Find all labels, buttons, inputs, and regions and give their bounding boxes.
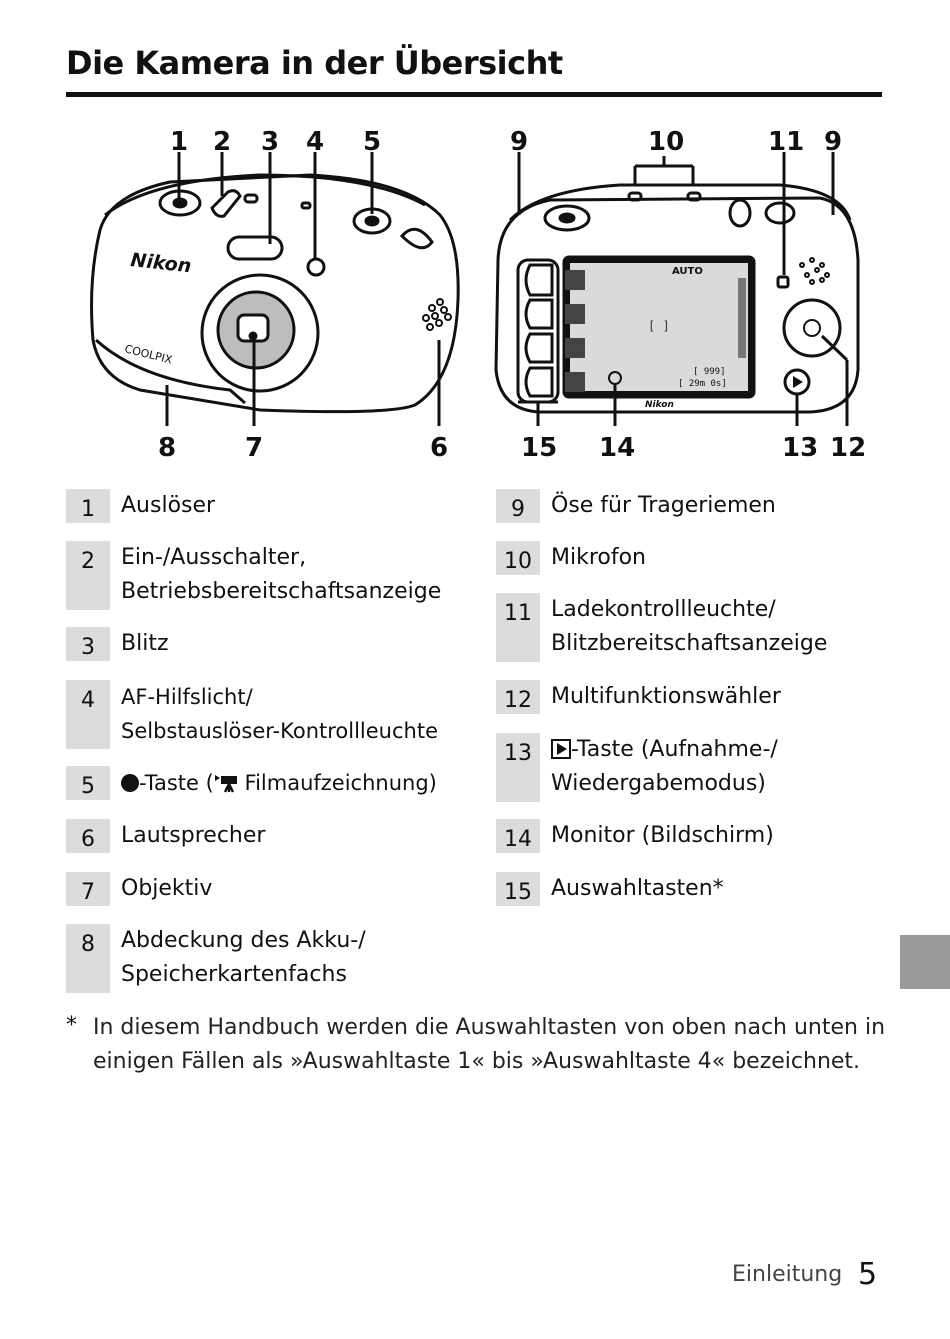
- screen-mode: AUTO: [672, 266, 703, 277]
- callout-2: 2: [213, 127, 231, 157]
- legend-item-9: 9 Öse für Trageriemen: [496, 489, 776, 523]
- legend-number: 12: [496, 680, 540, 714]
- legend-item-7: 7 Objektiv: [66, 872, 212, 906]
- legend-label: Öse für Trageriemen: [551, 493, 776, 518]
- callout-6: 6: [430, 433, 448, 463]
- legend-number: 8: [66, 924, 110, 993]
- legend-label: -Taste ( Filmaufzeichnung): [110, 766, 437, 800]
- legend-number: 5: [66, 766, 110, 800]
- legend-item-4: 4 AF-Hilfslicht/Selbstauslöser-Kontrolll…: [66, 680, 438, 749]
- legend-item-12: 12 Multifunktionswähler: [496, 680, 781, 714]
- callout-7: 7: [245, 433, 263, 463]
- back-callouts: 9 10 11 9 15 14 13 12: [510, 127, 866, 463]
- title-rule: [66, 92, 882, 97]
- footnote-marker: *: [66, 1013, 77, 1038]
- footnote: In diesem Handbuch werden die Auswahltas…: [93, 1015, 886, 1074]
- legend-number: 11: [496, 593, 540, 662]
- legend-item-10: 10 Mikrofon: [496, 541, 646, 575]
- legend-number: 1: [66, 489, 110, 523]
- legend-number: 13: [496, 733, 540, 802]
- legend-label: AF-Hilfslicht/Selbstauslöser-Kontrollleu…: [121, 685, 438, 743]
- legend-label: Blitz: [121, 631, 169, 656]
- legend-number: 10: [496, 541, 540, 575]
- callout-1: 1: [170, 127, 188, 157]
- movie-camera-icon: [214, 771, 238, 795]
- legend-label: Auswahltasten*: [551, 876, 724, 901]
- legend-number: 14: [496, 819, 540, 853]
- legend-number: 7: [66, 872, 110, 906]
- callout-13: 13: [782, 433, 818, 463]
- legend-label: Objektiv: [121, 876, 213, 901]
- callout-9-right: 9: [824, 127, 842, 157]
- page-number: 5: [858, 1257, 878, 1292]
- callout-8: 8: [158, 433, 176, 463]
- legend-number: 6: [66, 819, 110, 853]
- legend-item-11: 11 Ladekontrollleuchte/Blitzbereitschaft…: [496, 593, 827, 662]
- callout-9-left: 9: [510, 127, 528, 157]
- callout-11: 11: [768, 127, 804, 157]
- callout-15: 15: [521, 433, 557, 463]
- section-thumb-tab: [900, 935, 950, 989]
- record-dot-icon: [121, 774, 139, 792]
- legend-label: Lautsprecher: [121, 823, 266, 848]
- legend-item-13: 13 -Taste (Aufnahme-/Wiedergabemodus): [496, 733, 778, 802]
- legend-item-3: 3 Blitz: [66, 627, 169, 661]
- front-callouts: 1 2 3 4 5 8 7 6: [158, 127, 448, 463]
- legend-label: Mikrofon: [551, 545, 647, 570]
- legend-item-15: 15 Auswahltasten*: [496, 872, 724, 906]
- legend-item-6: 6 Lautsprecher: [66, 819, 265, 853]
- front-leader-lines: [165, 152, 441, 426]
- callout-5: 5: [363, 127, 381, 157]
- legend-number: 15: [496, 872, 540, 906]
- legend-number: 9: [496, 489, 540, 523]
- screen-time: [ 29m 0s]: [678, 379, 727, 389]
- legend-item-2: 2 Ein-/Ausschalter,Betriebsbereitschafts…: [66, 541, 441, 610]
- legend-label: Monitor (Bildschirm): [551, 823, 774, 848]
- svg-text:[ ]: [ ]: [648, 319, 670, 333]
- legend-item-14: 14 Monitor (Bildschirm): [496, 819, 774, 853]
- camera-figure: Nikon COOLPIX 1 2 3 4 5 8 7 6: [60, 120, 890, 470]
- legend-item-5: 5 -Taste ( Filmaufzeichnung): [66, 766, 437, 800]
- legend-label: Ein-/Ausschalter,Betriebsbereitschaftsan…: [121, 545, 442, 604]
- camera-front-illustration: [90, 173, 460, 414]
- screen-shots: [ 999]: [693, 367, 726, 377]
- callout-14: 14: [599, 433, 635, 463]
- callout-10: 10: [648, 127, 684, 157]
- brand-back: Nikon: [645, 400, 674, 410]
- legend-item-1: 1 Auslöser: [66, 489, 215, 523]
- playback-icon: [551, 739, 571, 759]
- callout-4: 4: [306, 127, 324, 157]
- page-title: Die Kamera in der Übersicht: [66, 44, 563, 82]
- legend-label: -Taste (Aufnahme-/Wiedergabemodus): [551, 737, 778, 796]
- legend-number: 2: [66, 541, 110, 610]
- legend-label: Ladekontrollleuchte/Blitzbereitschaftsan…: [551, 597, 828, 656]
- legend-item-8: 8 Abdeckung des Akku-/Speicherkartenfach…: [66, 924, 366, 993]
- legend-label: Abdeckung des Akku-/Speicherkartenfachs: [121, 928, 366, 987]
- camera-back-illustration: [ ]: [494, 183, 860, 414]
- legend-number: 4: [66, 680, 110, 749]
- callout-3: 3: [261, 127, 279, 157]
- callout-12: 12: [830, 433, 866, 463]
- legend-number: 3: [66, 627, 110, 661]
- footer-section-label: Einleitung: [732, 1262, 843, 1287]
- legend-label: Multifunktionswähler: [551, 684, 781, 709]
- back-leader-lines: [517, 152, 849, 426]
- legend-label: Auslöser: [121, 493, 216, 518]
